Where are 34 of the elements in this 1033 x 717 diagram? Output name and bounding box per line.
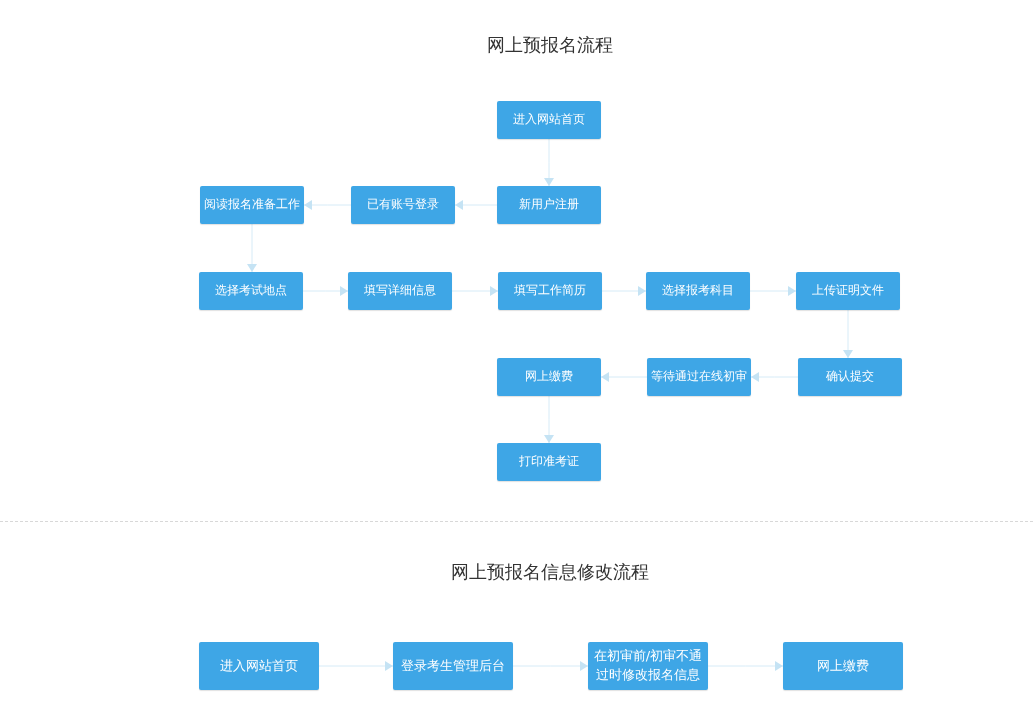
arrow xyxy=(451,286,499,296)
process-box: 网上缴费 xyxy=(497,358,601,396)
arrow xyxy=(749,286,797,296)
arrow xyxy=(544,138,554,187)
section-title: 网上预报名信息修改流程 xyxy=(450,560,650,584)
arrow xyxy=(750,372,799,382)
arrow xyxy=(302,286,349,296)
arrow xyxy=(843,309,853,359)
process-box: 新用户注册 xyxy=(497,186,601,224)
process-box: 选择考试地点 xyxy=(199,272,303,310)
arrow xyxy=(544,395,554,444)
process-box: 阅读报名准备工作 xyxy=(200,186,304,224)
process-box: 上传证明文件 xyxy=(796,272,900,310)
arrow xyxy=(318,661,394,671)
arrow xyxy=(303,200,352,210)
process-box: 填写详细信息 xyxy=(348,272,452,310)
process-box: 确认提交 xyxy=(798,358,902,396)
process-box: 进入网站首页 xyxy=(199,642,319,690)
arrow xyxy=(512,661,589,671)
process-box: 在初审前/初审不通过时修改报名信息 xyxy=(588,642,708,690)
process-box: 网上缴费 xyxy=(783,642,903,690)
process-box: 打印准考证 xyxy=(497,443,601,481)
process-box: 选择报考科目 xyxy=(646,272,750,310)
diagram-title: 网上预报名流程 xyxy=(486,33,614,57)
arrow xyxy=(600,372,648,382)
process-box: 填写工作简历 xyxy=(498,272,602,310)
process-box: 登录考生管理后台 xyxy=(393,642,513,690)
arrow xyxy=(707,661,784,671)
process-box: 进入网站首页 xyxy=(497,101,601,139)
process-box: 等待通过在线初审 xyxy=(647,358,751,396)
arrow xyxy=(247,223,257,273)
process-box: 已有账号登录 xyxy=(351,186,455,224)
arrow xyxy=(601,286,647,296)
arrow xyxy=(454,200,498,210)
